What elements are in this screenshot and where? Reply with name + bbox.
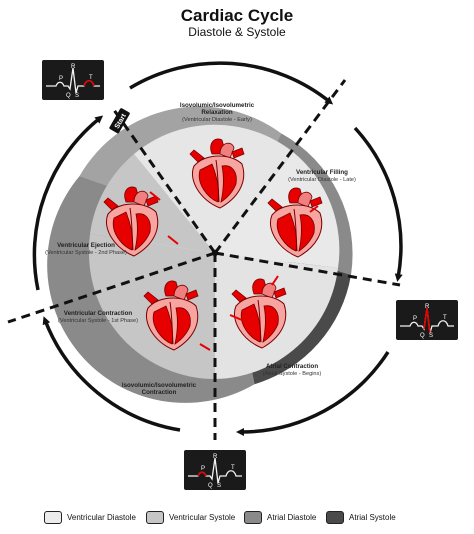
label-isovolumic-relaxation: Isovolumic/Isovolumetric Relaxation (Ven… xyxy=(180,102,255,123)
svg-text:Isovolumic/Isovolumetric: Isovolumic/Isovolumetric xyxy=(122,382,197,389)
svg-text:Isovolumic/Isovolumetric: Isovolumic/Isovolumetric xyxy=(180,102,255,109)
label-ventricular-filling: Ventricular Filling (Ventricular Diastol… xyxy=(288,169,356,183)
ecg-top-left-icon: P R Q S T xyxy=(41,59,105,101)
svg-text:R: R xyxy=(425,304,430,310)
phase-dividers xyxy=(7,79,401,440)
legend-label: Atrial Systole xyxy=(349,513,396,522)
page-subtitle: Diastole & Systole xyxy=(188,25,286,39)
svg-text:Contraction: Contraction xyxy=(142,389,177,396)
page-title: Cardiac Cycle xyxy=(180,6,294,25)
legend-item-atrial-diastole: Atrial Diastole xyxy=(244,511,316,524)
swatch-atrial-systole xyxy=(326,511,344,524)
svg-text:Ventricular Ejection: Ventricular Ejection xyxy=(57,242,115,249)
svg-text:P: P xyxy=(201,466,205,472)
svg-text:T: T xyxy=(89,75,93,81)
flow-arrow-right xyxy=(353,126,403,282)
svg-text:P: P xyxy=(413,316,417,322)
legend-item-atrial-systole: Atrial Systole xyxy=(326,511,396,524)
svg-text:Atrial Contraction: Atrial Contraction xyxy=(266,363,318,370)
svg-text:R: R xyxy=(213,454,218,460)
label-atrial-contraction: Atrial Contraction (Atrial Systole - Beg… xyxy=(263,363,322,377)
swatch-atrial-diastole xyxy=(244,511,262,524)
svg-text:Ventricular Filling: Ventricular Filling xyxy=(296,169,348,176)
svg-text:(Ventricular Diastole - Early): (Ventricular Diastole - Early) xyxy=(182,117,252,123)
flow-arrow-bottom-right xyxy=(236,351,390,437)
legend-item-ventricular-diastole: Ventricular Diastole xyxy=(44,511,136,524)
svg-text:Q: Q xyxy=(66,93,71,99)
svg-text:T: T xyxy=(443,315,447,321)
flow-arrow-bottom-left xyxy=(42,316,181,432)
label-ventricular-ejection: Ventricular Ejection (Ventricular Systol… xyxy=(45,242,127,256)
blood-flow-arrows xyxy=(149,191,319,351)
svg-text:S: S xyxy=(429,333,433,339)
svg-text:S: S xyxy=(75,93,79,99)
svg-text:Q: Q xyxy=(420,333,425,339)
legend-label: Ventricular Systole xyxy=(169,513,236,522)
svg-text:T: T xyxy=(231,465,235,471)
label-ventricular-contraction: Ventricular Contraction (Ventricular Sys… xyxy=(58,310,138,324)
flow-arrow-top xyxy=(129,61,334,105)
ecg-bottom-icon: P R Q S T xyxy=(183,449,247,491)
svg-text:P: P xyxy=(59,76,63,82)
label-isovolumic-contraction: Isovolumic/Isovolumetric Contraction xyxy=(122,382,197,396)
svg-text:R: R xyxy=(71,64,76,70)
svg-text:(Ventricular Systole - 2nd Pha: (Ventricular Systole - 2nd Phase) xyxy=(45,250,127,256)
svg-text:(Ventricular Diastole - Late): (Ventricular Diastole - Late) xyxy=(288,177,356,183)
swatch-ventricular-systole xyxy=(146,511,164,524)
flow-arrow-left xyxy=(32,115,104,291)
svg-text:Ventricular Contraction: Ventricular Contraction xyxy=(64,310,133,317)
legend: Ventricular Diastole Ventricular Systole… xyxy=(0,505,474,529)
legend-item-ventricular-systole: Ventricular Systole xyxy=(146,511,235,524)
ecg-right-icon: P R Q S T xyxy=(395,299,459,341)
svg-text:(Ventricular Systole - 1st Pha: (Ventricular Systole - 1st Phase) xyxy=(58,318,138,324)
legend-label: Atrial Diastole xyxy=(267,513,317,522)
swatch-ventricular-diastole xyxy=(44,511,62,524)
svg-text:Q: Q xyxy=(208,483,213,489)
svg-text:(Atrial Systole - Begins): (Atrial Systole - Begins) xyxy=(263,371,322,377)
svg-text:Relaxation: Relaxation xyxy=(201,109,233,116)
svg-text:S: S xyxy=(217,483,221,489)
legend-label: Ventricular Diastole xyxy=(67,513,136,522)
